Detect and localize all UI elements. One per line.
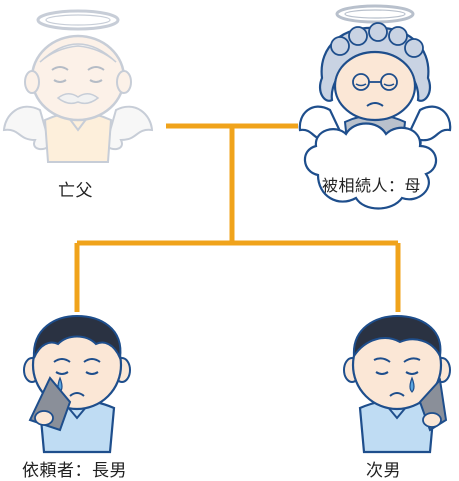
left-wing-icon [2,105,52,151]
eldest-son-hair [32,314,122,362]
halo-icon [335,4,415,24]
father-angel-illustration [2,9,154,163]
second-son-illustration [343,314,451,454]
eldest-son-label: 依頼者：長男 [22,461,127,481]
connector-lines [74,123,401,312]
halo-icon [36,9,120,31]
mother-angel-illustration [298,4,452,210]
second-son-label: 次男 [366,461,401,481]
mother-face [333,50,417,122]
second-son-hair [352,314,442,360]
tear-icon [409,376,415,393]
father-face [30,34,126,122]
eldest-son-illustration [23,314,131,454]
right-wing-icon [104,105,154,151]
father-label: 亡父 [58,181,93,201]
mother-label: 被相続人：母 [322,176,422,195]
cloud-icon [303,122,437,210]
